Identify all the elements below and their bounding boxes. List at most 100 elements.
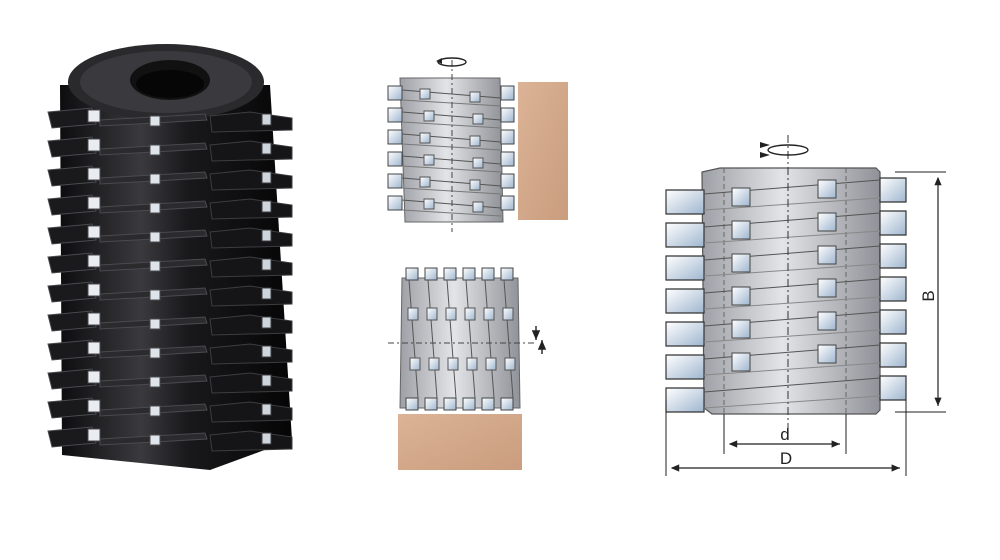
edge-insert bbox=[500, 107, 515, 123]
helix-line bbox=[703, 395, 881, 409]
cutter-tooth bbox=[209, 198, 293, 220]
carbide-insert bbox=[472, 201, 484, 213]
carbide-insert bbox=[419, 88, 431, 100]
carbide-insert bbox=[87, 138, 101, 152]
carbide-insert bbox=[407, 307, 419, 321]
carbide-insert bbox=[87, 428, 101, 442]
cutter-tooth bbox=[47, 223, 97, 245]
helix-line bbox=[703, 230, 881, 244]
helix-line bbox=[427, 279, 438, 399]
cutter-tooth bbox=[47, 136, 97, 158]
carbide-insert bbox=[731, 352, 751, 372]
rotation-arrow-icon bbox=[760, 142, 809, 158]
carbide-insert bbox=[502, 307, 514, 321]
helix-line bbox=[484, 279, 495, 399]
carbide-insert bbox=[261, 171, 272, 184]
edge-insert bbox=[387, 129, 403, 145]
edge-insert bbox=[879, 177, 907, 203]
carbide-insert bbox=[87, 196, 101, 210]
carbide-insert bbox=[261, 287, 272, 300]
edge-insert bbox=[387, 195, 403, 211]
helical-cutter-3d-view bbox=[47, 44, 293, 470]
helix-line bbox=[446, 279, 457, 399]
carbide-insert bbox=[483, 307, 495, 321]
edge-insert bbox=[665, 321, 705, 347]
carbide-insert bbox=[428, 357, 440, 371]
edge-insert bbox=[665, 255, 705, 281]
carbide-insert bbox=[261, 432, 272, 445]
edge-insert bbox=[500, 397, 514, 411]
carbide-insert bbox=[87, 254, 101, 268]
edge-insert bbox=[665, 387, 705, 413]
carbide-insert bbox=[87, 312, 101, 326]
cutter-tooth bbox=[47, 252, 97, 274]
workpiece-wood bbox=[518, 82, 568, 220]
cutter-tooth bbox=[209, 111, 293, 133]
carbide-insert bbox=[426, 307, 438, 321]
dimension-label-B: B bbox=[919, 290, 938, 301]
edge-insert bbox=[481, 267, 495, 281]
carbide-insert bbox=[261, 200, 272, 213]
helix-line bbox=[703, 329, 881, 343]
edge-jointing-diagram bbox=[387, 57, 568, 232]
dimension-label-D: D bbox=[780, 449, 792, 468]
cutter-tooth bbox=[47, 194, 97, 216]
cutter-tooth bbox=[47, 339, 97, 361]
helix-line bbox=[703, 377, 881, 393]
edge-insert bbox=[462, 397, 476, 411]
carbide-insert bbox=[87, 399, 101, 413]
edge-insert bbox=[387, 151, 403, 167]
carbide-insert bbox=[731, 286, 751, 306]
carbide-insert bbox=[87, 341, 101, 355]
carbide-insert bbox=[731, 319, 751, 339]
edge-insert bbox=[665, 189, 705, 215]
carbide-insert bbox=[149, 231, 161, 243]
helix-line bbox=[465, 279, 476, 399]
carbide-insert bbox=[149, 376, 161, 388]
cutter-tooth bbox=[47, 281, 97, 303]
carbide-insert bbox=[261, 403, 272, 416]
carbide-insert bbox=[472, 113, 484, 125]
edge-insert bbox=[481, 397, 495, 411]
carbide-insert bbox=[447, 357, 459, 371]
edge-insert bbox=[879, 342, 907, 368]
helix-line bbox=[703, 197, 881, 211]
edge-insert bbox=[500, 151, 515, 167]
carbide-insert bbox=[817, 212, 837, 232]
carbide-insert bbox=[87, 370, 101, 384]
cutter-tooth bbox=[209, 227, 293, 249]
cutter-tooth bbox=[47, 368, 97, 390]
edge-insert bbox=[500, 267, 514, 281]
helix-line bbox=[408, 279, 419, 399]
carbide-insert bbox=[423, 154, 435, 166]
carbide-insert bbox=[149, 318, 161, 330]
carbide-insert bbox=[149, 144, 161, 156]
carbide-insert bbox=[817, 278, 837, 298]
dimension-label-d: d bbox=[780, 425, 789, 444]
edge-insert bbox=[462, 267, 476, 281]
rotation-arrow-icon bbox=[436, 57, 467, 67]
edge-insert bbox=[405, 397, 419, 411]
carbide-insert bbox=[469, 179, 481, 191]
edge-insert bbox=[443, 397, 457, 411]
carbide-insert bbox=[817, 344, 837, 364]
carbide-insert bbox=[731, 253, 751, 273]
edge-insert bbox=[405, 267, 419, 281]
carbide-insert bbox=[469, 91, 481, 103]
helix-line bbox=[503, 279, 514, 399]
edge-insert bbox=[387, 107, 403, 123]
carbide-insert bbox=[731, 220, 751, 240]
edge-insert bbox=[387, 85, 403, 101]
helix-line bbox=[401, 133, 502, 143]
carbide-insert bbox=[466, 357, 478, 371]
carbide-insert bbox=[87, 283, 101, 297]
carbide-insert bbox=[419, 176, 431, 188]
carbide-insert bbox=[817, 311, 837, 331]
dimension-d: d bbox=[723, 414, 847, 454]
carbide-insert bbox=[445, 307, 457, 321]
cutter-tooth bbox=[47, 397, 97, 419]
helix-line bbox=[703, 263, 881, 277]
edge-insert bbox=[665, 354, 705, 380]
carbide-insert bbox=[817, 179, 837, 199]
